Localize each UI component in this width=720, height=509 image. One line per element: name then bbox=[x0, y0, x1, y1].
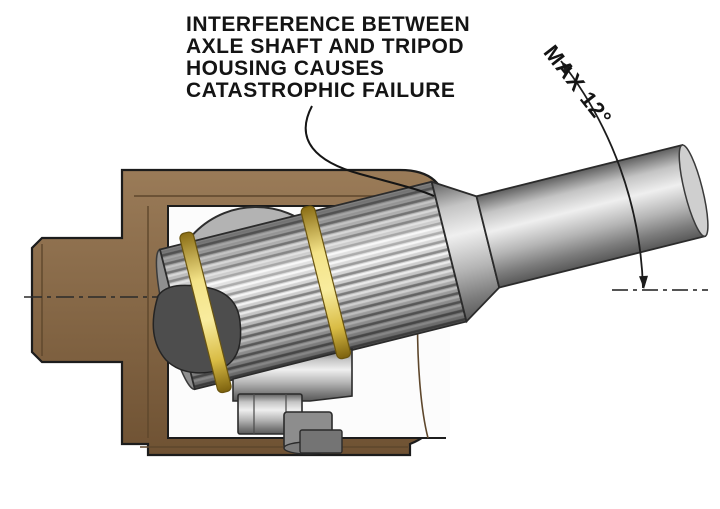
retaining-ring-left bbox=[179, 231, 232, 394]
angle-arrow-bottom bbox=[639, 275, 648, 289]
retaining-rings bbox=[179, 205, 352, 394]
retaining-ring-right bbox=[300, 205, 352, 360]
annotation-line-3: HOUSING CAUSES bbox=[186, 57, 384, 80]
annotation-line-1: INTERFERENCE BETWEEN bbox=[186, 13, 470, 36]
housing-detail-lines bbox=[41, 195, 420, 448]
shaft-end-face bbox=[678, 144, 709, 238]
angle-arc bbox=[560, 60, 644, 289]
annotation-line-4: CATASTROPHIC FAILURE bbox=[186, 79, 455, 102]
leader-line bbox=[304, 105, 435, 197]
spider-collar bbox=[232, 347, 353, 402]
lower-tab bbox=[299, 429, 343, 454]
annotation-line-2: AXLE SHAFT AND TRIPOD bbox=[186, 35, 464, 58]
angle-arrow-top bbox=[561, 61, 573, 74]
